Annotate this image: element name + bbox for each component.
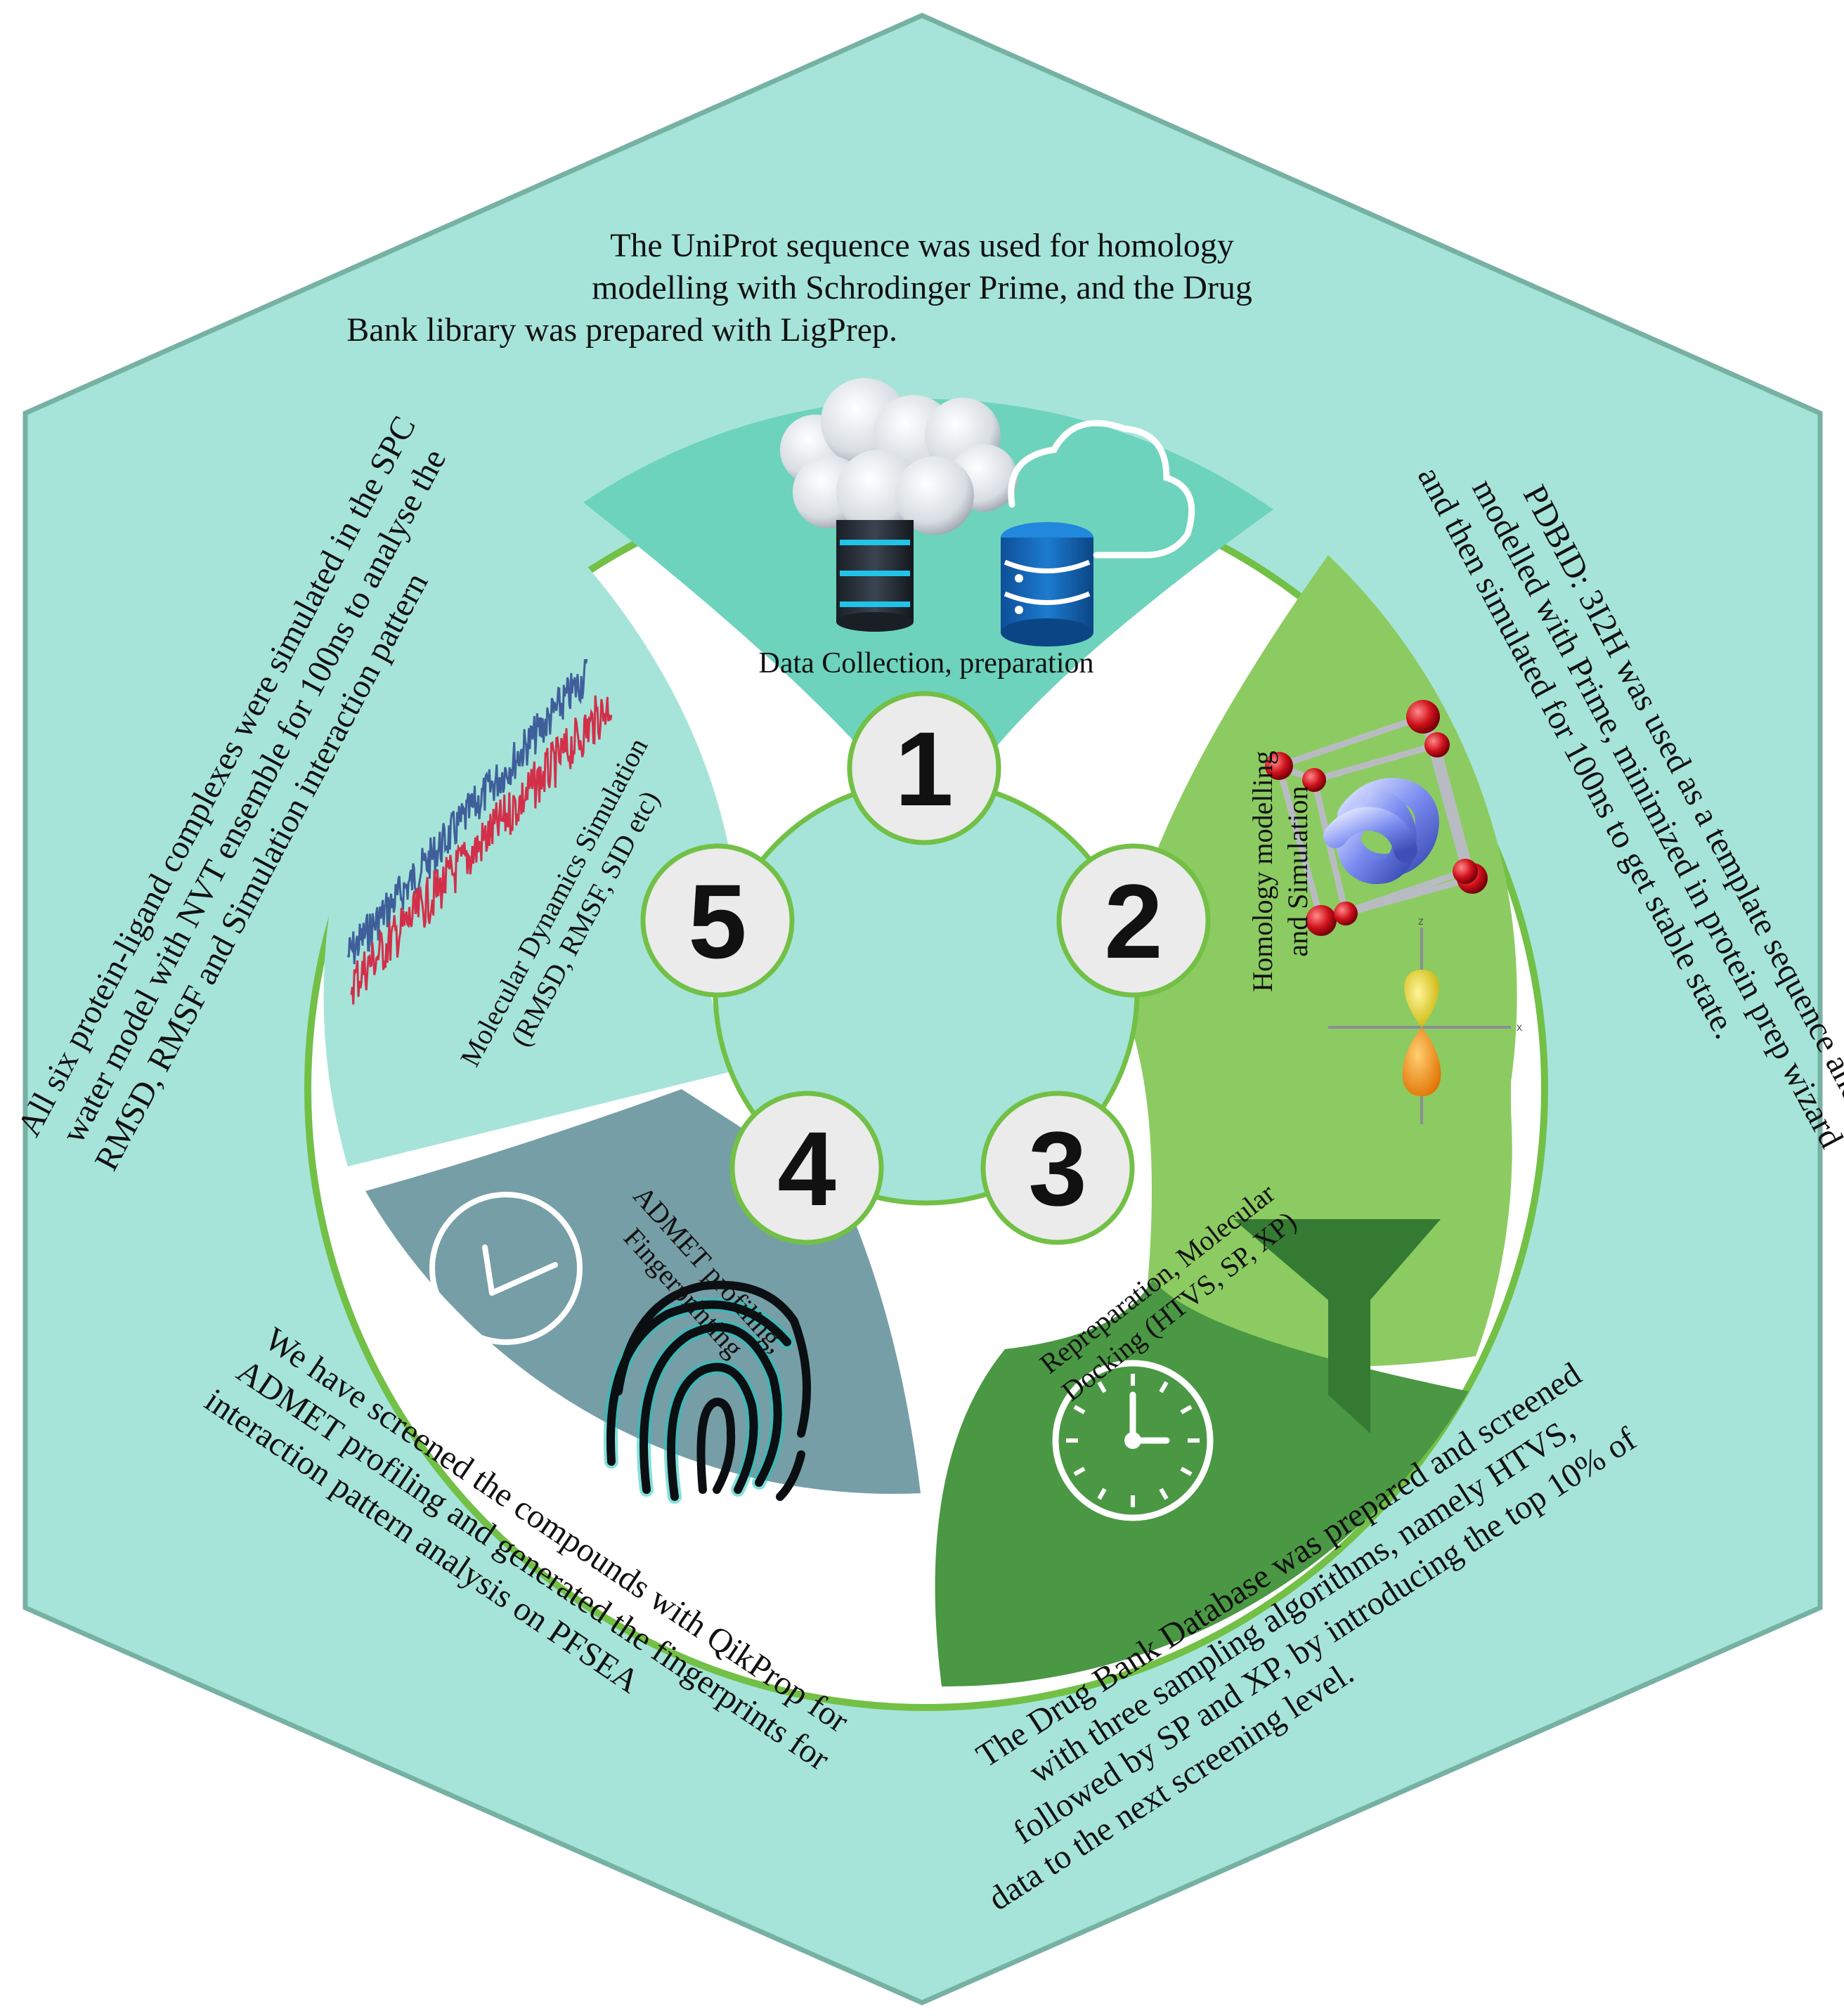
- database-cloud-icon: [780, 378, 1195, 646]
- x-axis-label: x: [1517, 1022, 1522, 1034]
- step-2-label-line-2: and Simulation: [1282, 786, 1313, 956]
- outer-text-top-line-3: Bank library was prepared with LigPrep.: [346, 311, 897, 349]
- clock-icon-admet: [429, 1192, 583, 1345]
- step-circle-1: 1: [847, 691, 1001, 845]
- step-number-5: 5: [688, 862, 746, 980]
- step-2-label-line-1: Homology modelling: [1247, 750, 1278, 991]
- funnel-icon: [1233, 1219, 1441, 1433]
- step-circle-4: 4: [729, 1091, 884, 1245]
- fingerprint-icon: [604, 1280, 811, 1504]
- step-number-1: 1: [895, 710, 953, 828]
- step-1-label: Data Collection, preparation: [759, 647, 1094, 679]
- step-number-2: 2: [1104, 862, 1162, 980]
- step-number-3: 3: [1028, 1110, 1086, 1228]
- step-circle-2: 2: [1056, 843, 1211, 998]
- clock-icon-docking: [1052, 1360, 1214, 1521]
- segment-data-collection: [583, 398, 1273, 745]
- segment-homology-modelling: [1117, 555, 1517, 1367]
- segment-md-simulation: [323, 523, 745, 1166]
- orbital-axes-icon: z x: [1328, 916, 1522, 1124]
- step-circle-3: 3: [980, 1091, 1135, 1245]
- outer-text-top-line-1: The UniProt sequence was used for homolo…: [610, 227, 1234, 264]
- rmsd-plot-icon: [346, 658, 613, 1005]
- step-circle-5: 5: [640, 843, 795, 998]
- z-axis-label: z: [1418, 916, 1424, 928]
- outer-text-top-line-2: modelling with Schrodinger Prime, and th…: [592, 269, 1252, 306]
- outer-text-top: The UniProt sequence was used for homolo…: [346, 227, 1252, 349]
- step-2-label: Homology modelling and Simulation: [1247, 750, 1313, 991]
- molecule-cube-icon: [1265, 700, 1488, 936]
- step-number-4: 4: [777, 1110, 836, 1228]
